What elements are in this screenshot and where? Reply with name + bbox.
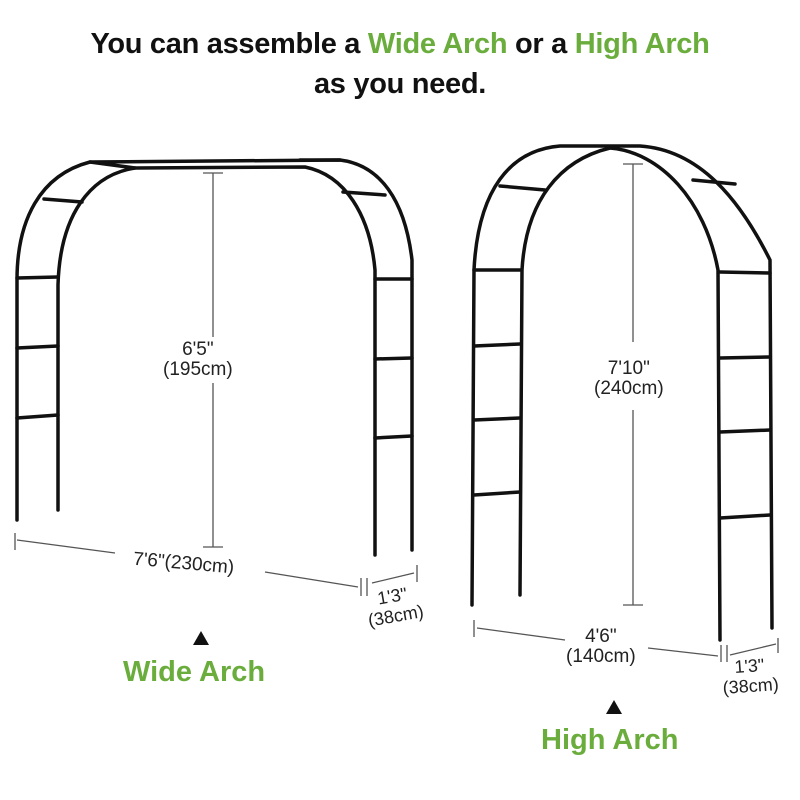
high-arch-label: High Arch xyxy=(541,724,679,756)
high-arch-height-label: 7'10" (240cm) xyxy=(594,359,664,399)
headline-text: or a xyxy=(507,28,575,60)
headline-wide-arch: Wide Arch xyxy=(367,28,508,60)
high-arch-height-ft: 7'10" xyxy=(607,358,650,379)
high-arch-dimension-lines xyxy=(473,163,779,662)
headline-line-1: You can assemble a Wide Arch or a High A… xyxy=(0,24,800,64)
high-arch-width-label: 4'6" (140cm) xyxy=(566,627,636,667)
headline-high-arch: High Arch xyxy=(574,28,710,60)
high-arch-depth-label: 1'3" (38cm) xyxy=(721,654,780,698)
high-arch-width-ft: 4'6" xyxy=(585,626,617,647)
wide-arch-frame xyxy=(15,158,414,557)
wide-arch-height-cm: (195cm) xyxy=(163,359,233,380)
triangle-up-icon xyxy=(193,631,209,645)
wide-arch-height-label: 6'5" (195cm) xyxy=(163,340,233,380)
wide-arch-dimension-lines xyxy=(14,172,418,596)
wide-arch-height-ft: 6'5" xyxy=(182,339,214,360)
high-arch-width-cm: (140cm) xyxy=(566,646,636,667)
headline: You can assemble a Wide Arch or a High A… xyxy=(0,24,800,104)
headline-line-2: as you need. xyxy=(313,68,487,100)
high-arch-depth-cm: (38cm) xyxy=(722,674,780,698)
headline-text: You can assemble a xyxy=(90,28,368,60)
wide-arch-label: Wide Arch xyxy=(123,656,266,688)
high-arch-height-cm: (240cm) xyxy=(594,378,664,399)
triangle-up-icon xyxy=(606,700,622,714)
high-arch-frame xyxy=(470,144,774,642)
